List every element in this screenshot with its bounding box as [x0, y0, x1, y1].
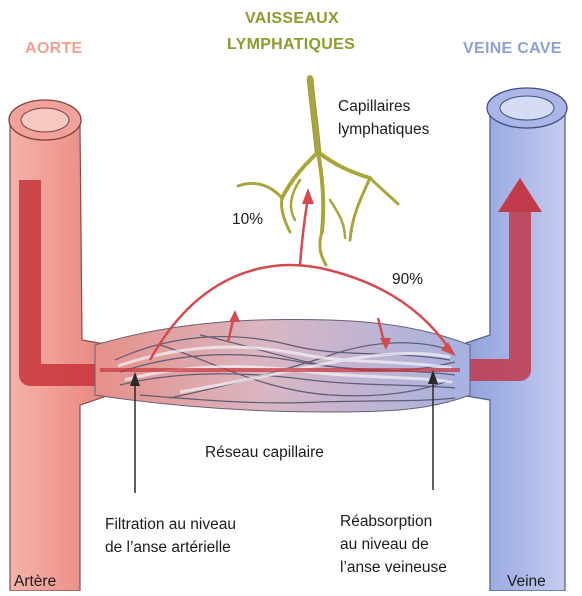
label-veine: Veine: [507, 572, 546, 592]
arrow-up-icon: [302, 188, 314, 204]
label-capillaires-lymphatiques-2: lymphatiques: [338, 120, 429, 140]
label-reabsorption-2: au niveau de: [340, 535, 429, 555]
vein: [455, 88, 567, 591]
label-reabsorption-3: l’anse veineuse: [340, 558, 447, 578]
header-veine-cave: VEINE CAVE: [463, 40, 562, 58]
label-artere: Artère: [14, 572, 56, 592]
capillary-network: [95, 319, 470, 412]
header-vaisseaux: VAISSEAUX: [245, 10, 339, 28]
label-reseau-capillaire: Réseau capillaire: [205, 443, 324, 463]
label-pct-lymph: 10%: [232, 210, 263, 230]
label-filtration-1: Filtration au niveau: [105, 515, 236, 535]
header-lymphatiques: LYMPHATIQUES: [227, 36, 355, 54]
header-aorte: AORTE: [25, 40, 83, 58]
label-pct-venous: 90%: [392, 270, 423, 290]
label-reabsorption-1: Réabsorption: [340, 512, 432, 532]
label-filtration-2: de l’anse artérielle: [105, 538, 231, 558]
arrow-up-icon: [229, 310, 240, 322]
label-capillaires-lymphatiques-1: Capillaires: [338, 97, 410, 117]
